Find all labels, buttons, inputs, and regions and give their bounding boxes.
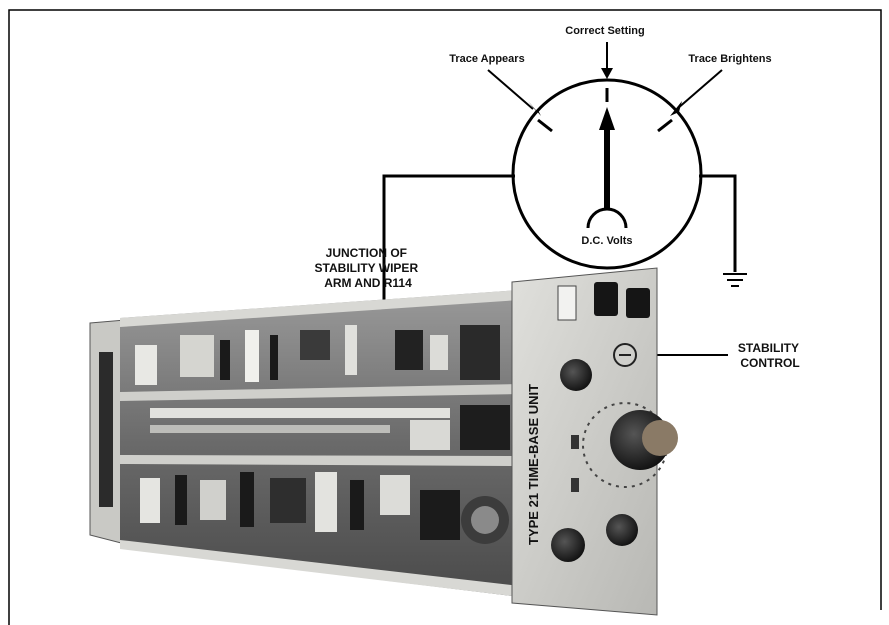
slope-switch bbox=[571, 478, 579, 492]
rear-connector bbox=[99, 352, 113, 507]
label-junction: JUNCTION OF STABILITY WIPER ARM AND R114 bbox=[315, 246, 422, 290]
label-correct-setting: Correct Setting bbox=[565, 25, 644, 37]
binding-post-2 bbox=[626, 288, 650, 318]
level-knob bbox=[551, 528, 585, 562]
trigger-source-knob bbox=[560, 359, 592, 391]
input-connector bbox=[558, 286, 576, 320]
label-trace-brightens: Trace Brightens bbox=[688, 53, 771, 65]
time-base-knob-cap bbox=[642, 420, 678, 456]
coupling-switch bbox=[571, 435, 579, 449]
binding-post-1 bbox=[594, 282, 618, 316]
arrow-trace-appears bbox=[488, 70, 533, 109]
stability-knob bbox=[606, 514, 638, 546]
ground-symbol bbox=[723, 274, 747, 286]
time-base-unit-photo: TYPE 21 TIME-BASE UNIT bbox=[90, 268, 678, 615]
label-stability-control: STABILITY CONTROL bbox=[738, 341, 802, 370]
panel-title: TYPE 21 TIME-BASE UNIT bbox=[526, 384, 541, 545]
arrowhead-correct-setting bbox=[601, 68, 613, 79]
meter-lead-right bbox=[699, 176, 735, 272]
label-trace-appears: Trace Appears bbox=[449, 53, 524, 65]
label-dc-volts: D.C. Volts bbox=[581, 235, 632, 247]
arrow-trace-brightens bbox=[677, 70, 722, 109]
